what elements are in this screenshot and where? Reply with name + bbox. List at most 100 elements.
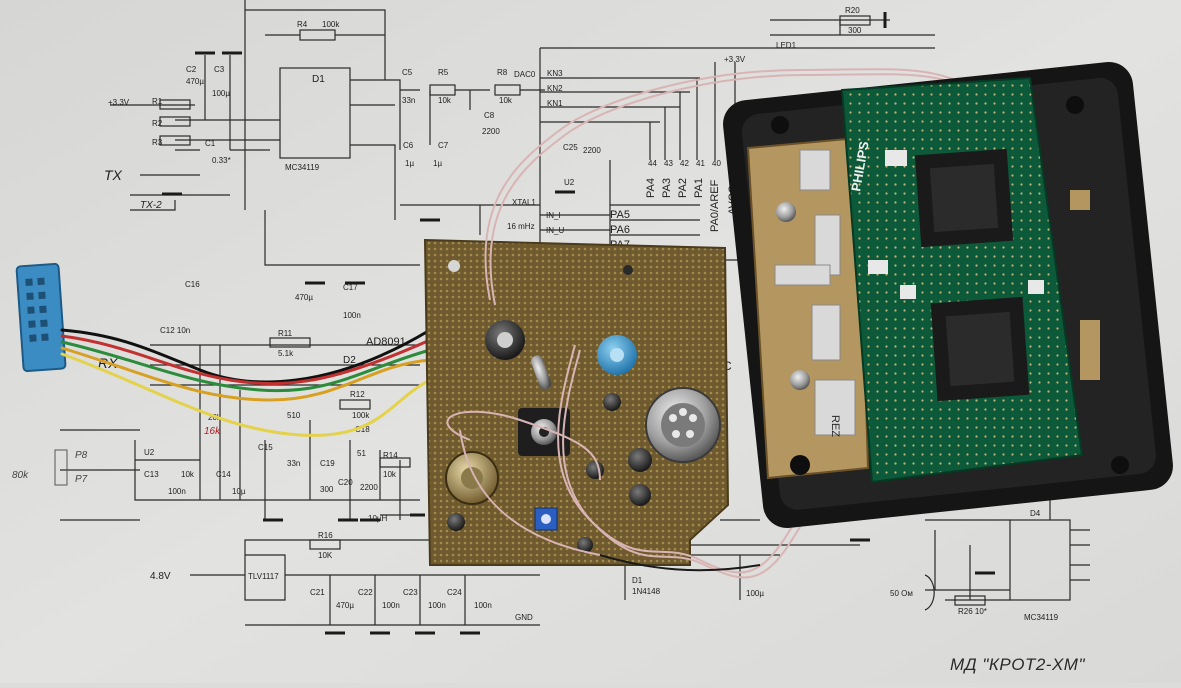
lbl-c1: C1 <box>205 139 216 148</box>
hand-pot <box>54 449 68 486</box>
lbl-r12v: 100k <box>352 411 370 420</box>
lbl-c2: C2 <box>186 65 197 74</box>
lbl-c19: C19 <box>320 459 335 468</box>
hand-80k: 80k <box>12 470 29 481</box>
lbl-r20: R20 <box>845 6 860 15</box>
lbl-kn1: KN1 <box>547 99 563 108</box>
lbl-c6: C6 <box>403 141 414 150</box>
lbl-c5v: 33n <box>402 96 415 105</box>
lbl-c25v: 2200 <box>583 146 601 155</box>
lbl-c12: C12 10n <box>160 326 190 335</box>
lbl-c24v: 100n <box>474 601 492 610</box>
perfboard <box>423 238 730 566</box>
lbl-pa1: PA1 <box>693 178 705 198</box>
lbl-r4v: 100k <box>322 20 340 29</box>
hand-p7: P7 <box>75 474 88 485</box>
ground-symbols <box>162 12 995 635</box>
lbl-50om: 50 Ом <box>890 589 913 598</box>
schematic-wires <box>60 0 1090 626</box>
lbl-c22: C22 <box>358 588 373 597</box>
lbl-c18v: 51 <box>357 449 366 458</box>
hand-16k: 16k <box>204 426 221 437</box>
idc-connector <box>15 262 67 373</box>
lbl-r8: R8 <box>497 68 508 77</box>
lbl-p43: 43 <box>664 159 673 168</box>
lbl-rez: REZ <box>829 415 841 437</box>
lbl-c23: C23 <box>403 588 418 597</box>
avr-pin-labels: PA4 PA3 PA2 PA1 PA0/AREF AVCC <box>645 178 739 232</box>
lbl-c6v: 1µ <box>405 159 414 168</box>
lbl-c22v: 100n <box>382 601 400 610</box>
lbl-supply: +3.3V <box>108 98 130 107</box>
lbl-xtal1: XTAL1 <box>512 198 536 207</box>
lbl-c19v: 300 <box>320 485 334 494</box>
lbl-c17v: 100n <box>343 311 361 320</box>
lbl-d2: D2 <box>343 355 356 366</box>
lbl-reg: TLV1117 <box>248 572 279 581</box>
lbl-pa5: PA5 <box>610 209 630 221</box>
lbl-c23v: 100n <box>428 601 446 610</box>
lbl-c20: C20 <box>338 478 353 487</box>
black-wires <box>599 554 761 572</box>
schematic-text: R4 100k D1 MC34119 +3.3V R1 R2 R3 C2 470… <box>108 6 1059 622</box>
lbl-c7v: 1µ <box>433 159 442 168</box>
lbl-r1: R1 <box>152 97 163 106</box>
lbl-p42: 42 <box>680 159 689 168</box>
lbl-c8: C8 <box>484 111 495 120</box>
lbl-c13v: 100n <box>168 487 186 496</box>
lbl-c18: C18 <box>355 425 370 434</box>
lbl-r4: R4 <box>297 20 308 29</box>
lbl-c3: C3 <box>214 65 225 74</box>
lbl-diode-part: 1N4148 <box>632 587 661 596</box>
lbl-tx-dash: TX-2 <box>140 200 162 211</box>
lbl-r11v: 5.1k <box>278 349 294 358</box>
lbl-c13: C13 <box>144 470 159 479</box>
lbl-gnd: GND <box>515 613 533 622</box>
lbl-pa2: PA2 <box>677 178 689 198</box>
lbl-100u: 100µ <box>746 589 764 598</box>
lbl-d4-part: MC34119 <box>1024 613 1059 622</box>
lbl-u2b: U2 <box>144 448 155 457</box>
ribbon-wires <box>60 328 432 437</box>
lbl-c17: C17 <box>343 283 358 292</box>
lbl-r16v: 10K <box>318 551 333 560</box>
lbl-pa3: PA3 <box>661 178 673 198</box>
lbl-p44: 44 <box>648 159 657 168</box>
lbl-xtal: 16 mHz <box>507 222 535 231</box>
lbl-r12: R12 <box>350 390 365 399</box>
lbl-r26: R26 10* <box>958 607 987 616</box>
lbl-in-u: IN_U <box>546 226 564 235</box>
lbl-c14v: 10µ <box>232 487 246 496</box>
lbl-r20v: 300 <box>848 26 862 35</box>
lbl-c15v: 33n <box>287 459 300 468</box>
lbl-c21: C21 <box>310 588 325 597</box>
lbl-in-i: IN_I <box>546 211 561 220</box>
lbl-r5v: 10k <box>438 96 452 105</box>
handwritten-notes: 80k P8 P7 16k <box>12 426 221 485</box>
lbl-c1v: 0.33* <box>212 156 231 165</box>
lbl-r7: 10k <box>181 470 195 479</box>
lbl-c21v: 470µ <box>336 601 354 610</box>
lbl-c16v: 470µ <box>295 293 313 302</box>
lbl-d1: D1 <box>312 74 325 85</box>
lbl-c8v: 2200 <box>482 127 500 136</box>
lbl-c16: C16 <box>185 280 200 289</box>
lbl-r14: R14 <box>383 451 398 460</box>
lbl-r11: R11 <box>278 329 293 338</box>
lbl-p40: 40 <box>712 159 721 168</box>
lbl-d2-part: AD8091 <box>366 336 406 348</box>
lbl-d4: D4 <box>1030 509 1041 518</box>
lbl-r2: R2 <box>152 119 163 128</box>
lbl-10uh: 10µH <box>368 514 388 523</box>
lbl-pa4: PA4 <box>645 178 657 198</box>
lbl-c24: C24 <box>447 588 462 597</box>
lbl-c2v: 470µ <box>186 77 204 86</box>
lbl-dac0: DAC0 <box>514 70 536 79</box>
lbl-c20v: 2200 <box>360 483 378 492</box>
lbl-c3v: 100µ <box>212 89 230 98</box>
lbl-4v8: 4.8V <box>150 571 171 582</box>
lbl-c5: C5 <box>402 68 413 77</box>
schematic-caption: МД "КРОТ2-ХМ" <box>950 655 1086 674</box>
lbl-p41: 41 <box>696 159 705 168</box>
